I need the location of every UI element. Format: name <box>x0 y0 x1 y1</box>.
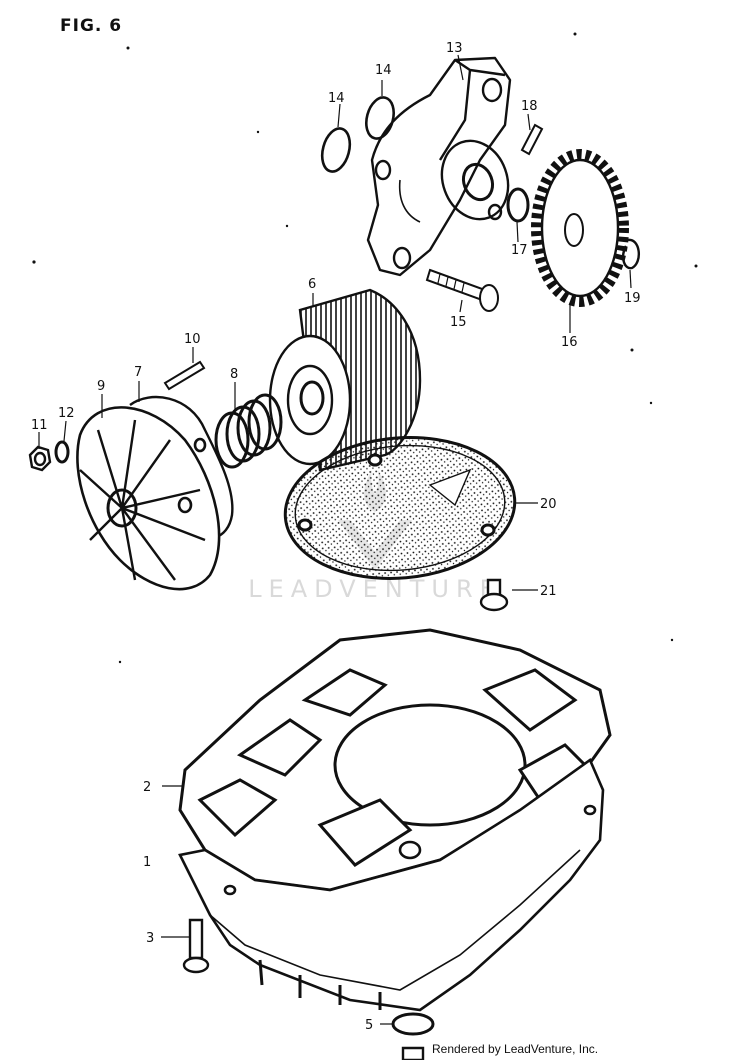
callout-15: 15 <box>450 315 467 330</box>
o-ring-14c <box>320 127 352 173</box>
scan-specks <box>32 32 698 664</box>
watermark-text: LEADVENTURE <box>248 575 502 603</box>
spring-8 <box>214 393 283 469</box>
callout-10: 10 <box>184 332 201 347</box>
callout-2: 2 <box>143 780 151 795</box>
callout-11: 11 <box>31 418 48 433</box>
nut-11 <box>28 445 52 472</box>
drain-bolt-3 <box>182 918 210 974</box>
leader-lines <box>38 54 632 1025</box>
washer-12 <box>54 440 70 464</box>
bolt-15 <box>425 268 499 312</box>
drain-plug-5 <box>401 1046 425 1060</box>
callout-18: 18 <box>521 99 538 114</box>
circlip-19 <box>621 238 640 270</box>
callout-14: 14 <box>375 63 392 78</box>
gasket-20 <box>283 436 517 580</box>
callout-3: 3 <box>146 931 154 946</box>
filter-cover-9 <box>76 406 221 591</box>
callout-8: 8 <box>230 367 238 382</box>
figure-title: FIG. 6 <box>60 16 123 36</box>
callout-20: 20 <box>540 497 557 512</box>
callout-5: 5 <box>365 1018 373 1033</box>
pump-gear-16 <box>531 149 629 307</box>
render-credit: Rendered by LeadVenture, Inc. <box>432 1042 599 1056</box>
callout-21: 21 <box>540 584 557 599</box>
callout-1: 1 <box>143 855 151 870</box>
oil-pan-1 <box>178 758 605 1012</box>
callout-16: 16 <box>561 335 578 350</box>
oil-pan-gasket-2 <box>178 628 612 892</box>
washer-17 <box>506 187 530 223</box>
callout-13: 13 <box>446 41 463 56</box>
callout-17: 17 <box>511 243 528 258</box>
callout-14c: 14 <box>328 91 345 106</box>
bolt-21 <box>479 578 509 612</box>
washer-5 <box>391 1012 435 1036</box>
callout-7: 7 <box>134 365 142 380</box>
oil-pump-body <box>366 56 512 277</box>
oil-filter-6 <box>268 288 422 472</box>
pin-10 <box>163 360 206 391</box>
o-ring-14 <box>365 96 395 140</box>
callout-19: 19 <box>624 291 641 306</box>
callout-12: 12 <box>58 406 75 421</box>
callout-9: 9 <box>97 379 105 394</box>
dowel-pin-18 <box>520 123 544 156</box>
callout-numbers: 13 14 14 18 17 19 15 16 6 10 7 8 9 12 11… <box>31 41 641 1033</box>
callout-6: 6 <box>308 277 316 292</box>
